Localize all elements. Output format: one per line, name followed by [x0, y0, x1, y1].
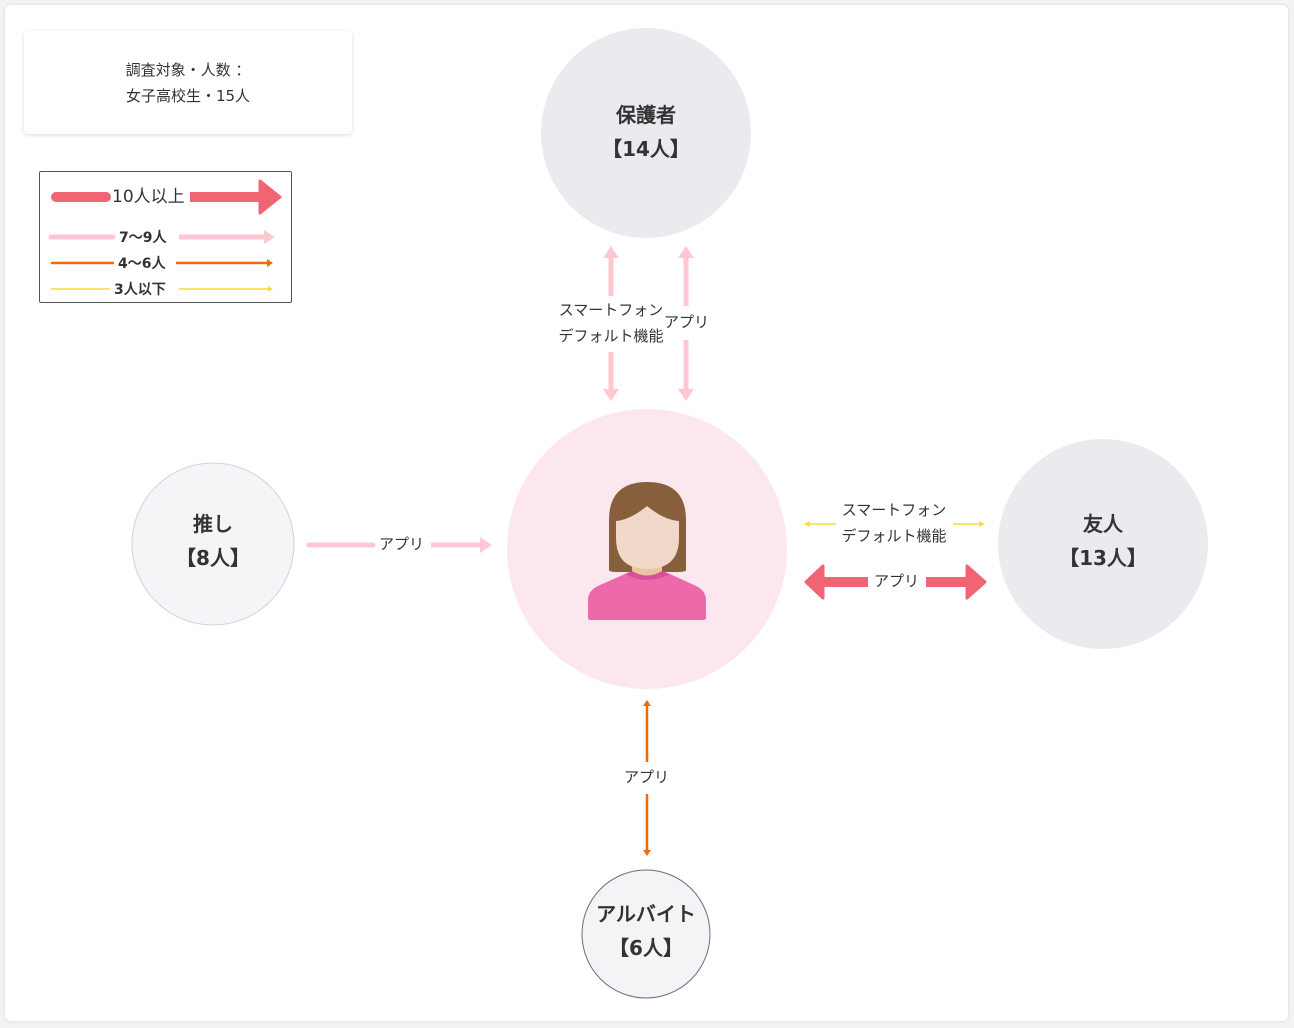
edge-guardian-app-head-up — [678, 246, 694, 258]
edge-oshi-app-label: アプリ — [379, 531, 425, 557]
guardian-node-label: 保護者 【14人】 — [566, 98, 726, 166]
oshi-node — [131, 462, 295, 626]
legend-label-3less: 3人以下 — [114, 282, 166, 298]
edge-parttime-app-label: アプリ — [624, 764, 670, 790]
edge-oshi-app — [306, 537, 492, 553]
edge-friend-default-line2: デフォルト機能 — [841, 527, 947, 545]
girl-avatar-icon — [588, 482, 706, 620]
edge-guardian-default-label: スマートフォン デフォルト機能 — [555, 297, 667, 349]
oshi-count: 【8人】 — [176, 546, 250, 570]
edge-friend-default-head-left — [804, 521, 810, 527]
legend-label-4to6: 4〜6人 — [118, 256, 166, 272]
edge-friend-default-label: スマートフォン デフォルト機能 — [838, 497, 950, 549]
edge-oshi-app-head — [480, 537, 492, 553]
edge-friend-app-head-right — [965, 564, 987, 600]
edge-parttime-app — [643, 700, 651, 856]
legend-arrow-4to6-head — [267, 259, 273, 267]
guardian-name: 保護者 — [616, 103, 676, 127]
survey-subject-label: 調査対象・人数 ： — [125, 60, 251, 79]
oshi-name: 推し — [193, 512, 233, 536]
edge-friend-default-line1: スマートフォン — [841, 501, 947, 519]
parttime-count: 【6人】 — [609, 936, 683, 960]
friend-count: 【13人】 — [1059, 546, 1147, 570]
oshi-node-label: 推し 【8人】 — [133, 507, 293, 575]
legend-arrows — [48, 179, 282, 292]
edge-friend-default — [804, 521, 985, 527]
parttime-node — [581, 869, 711, 999]
survey-info-card: 調査対象・人数 ： 女子高校生・15人 — [24, 31, 352, 134]
edge-parttime-app-head-down — [643, 850, 651, 856]
edge-guardian-app-head-down — [678, 389, 694, 401]
parttime-name: アルバイト — [596, 902, 696, 926]
guardian-node — [541, 28, 751, 238]
edge-parttime-app-head-up — [643, 700, 651, 706]
legend-arrow-7to9-head — [264, 230, 275, 244]
parttime-node-label: アルバイト 【6人】 — [566, 897, 726, 965]
edge-friend-app-head-left — [804, 564, 825, 600]
edge-guardian-app — [678, 246, 694, 401]
edge-friend-default-head-right — [979, 521, 985, 527]
edge-friend-app — [804, 564, 987, 600]
guardian-count: 【14人】 — [602, 137, 690, 161]
edge-guardian-app-label: アプリ — [664, 313, 710, 331]
legend-label-7to9: 7〜9人 — [119, 230, 167, 246]
legend-label-10plus: 10人以上 — [112, 187, 185, 207]
edge-guardian-default-line1: スマートフォン — [558, 301, 664, 319]
edge-guardian-default-head-up — [603, 246, 619, 258]
friend-name: 友人 — [1083, 512, 1123, 536]
edge-guardian-default — [603, 246, 619, 401]
edge-guardian-default-line2: デフォルト機能 — [558, 327, 664, 345]
legend-arrow-3less-head — [268, 286, 273, 292]
friend-node-label: 友人 【13人】 — [1023, 507, 1183, 575]
edge-friend-app-label: アプリ — [874, 568, 920, 594]
survey-subject-value: 女子高校生・15人 — [125, 86, 251, 105]
friend-node — [998, 439, 1208, 649]
legend-arrow-10plus-head — [258, 179, 282, 215]
edge-guardian-default-head-down — [603, 389, 619, 401]
